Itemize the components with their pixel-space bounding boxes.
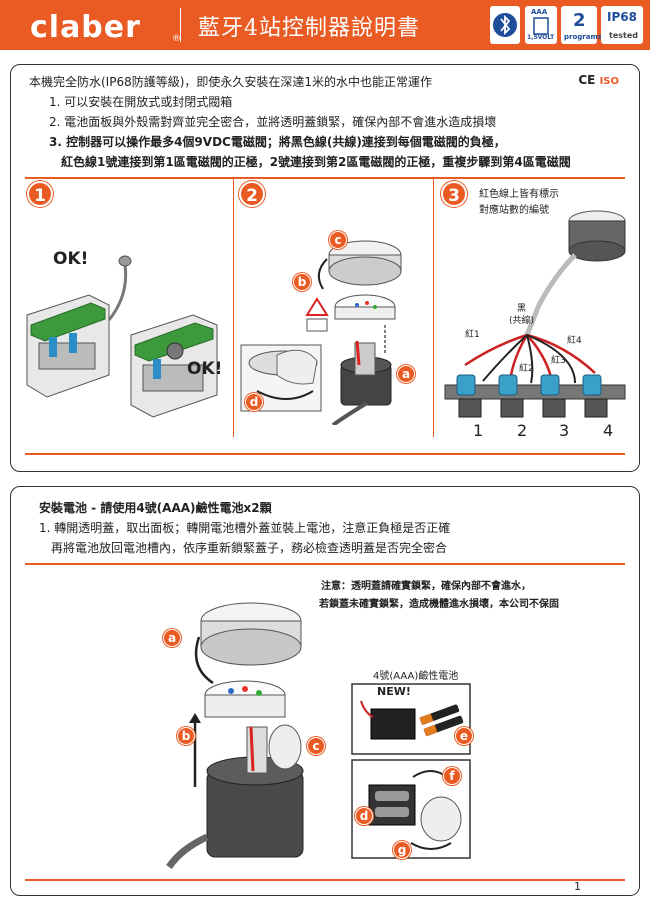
battery-step-e: e bbox=[455, 727, 473, 745]
zone-number-1: 1 bbox=[473, 421, 484, 440]
iso-mark: ISO bbox=[599, 76, 619, 87]
programs-label: programs bbox=[564, 33, 602, 41]
warning-note-1: 注意：透明蓋請確實鎖緊，確保內部不會進水， bbox=[321, 581, 531, 592]
step-2-letter-b: b bbox=[293, 273, 311, 291]
brand-logo: claber ® bbox=[12, 6, 181, 45]
bluetooth-badge bbox=[490, 6, 520, 44]
wire-red-2: 紅2 bbox=[519, 364, 534, 374]
zone-number-2: 2 bbox=[517, 421, 528, 440]
divider-top bbox=[25, 177, 625, 179]
item-3b: 紅色線1號連接到第1區電磁閥的正極，2號連接到第2區電磁閥的正極，重複步驟到第4… bbox=[61, 155, 571, 169]
battery-divider-top bbox=[25, 563, 625, 565]
zone-number-3: 3 bbox=[559, 421, 570, 440]
brand-name: claber bbox=[30, 10, 141, 45]
intro-text: 本機完全防水(IP68防護等級)，即使永久安裝在深達1米的水中也能正常運作 bbox=[29, 75, 433, 89]
zone-number-4: 4 bbox=[603, 421, 614, 440]
battery-divider-bottom bbox=[25, 879, 625, 881]
battery-instruction-2: 再將電池放回電池槽內，依序重新鎖緊蓋子，務必檢查透明蓋是否完全密合 bbox=[51, 541, 448, 555]
step-3-note-1: 紅色線上皆有標示 bbox=[479, 189, 559, 200]
battery-step-d: d bbox=[355, 807, 373, 825]
battery-voltage: 1,5VOLT bbox=[527, 34, 555, 41]
valve-box-illustration bbox=[26, 255, 218, 418]
warning-note-2: 若鎖蓋未確實鎖緊，造成機體進水損壞，本公司不保固 bbox=[319, 599, 559, 610]
battery-step-b: b bbox=[177, 727, 195, 745]
waterproof-section: 本機完全防水(IP68防護等級)，即使永久安裝在深達1米的水中也能正常運作 CE… bbox=[10, 64, 640, 472]
new-batteries-illustration bbox=[351, 683, 471, 755]
header-bar: claber ® 藍牙4站控制器說明書 AAA 1,5VOLT 2 progra… bbox=[0, 0, 650, 50]
registered-mark: ® bbox=[172, 34, 181, 44]
item-1: 1. 可以安裝在開放式或封閉式閥箱 bbox=[49, 95, 233, 109]
cert-marks: CE ISO bbox=[578, 73, 619, 87]
battery-instruction-1: 1. 轉開透明蓋，取出面板；轉開電池槽外蓋並裝上電池，注意正負極是否正確 bbox=[39, 521, 451, 535]
wire-common-label: (共線) bbox=[509, 316, 535, 326]
ip68-badge: IP68 tested bbox=[601, 6, 643, 44]
divider-bottom bbox=[25, 453, 625, 455]
ok-label-2: OK! bbox=[187, 359, 223, 379]
step-separator-2 bbox=[433, 179, 434, 437]
header-divider bbox=[180, 8, 181, 42]
item-3a: 3. 控制器可以操作最多4個9VDC電磁閥；將黑色線(共線)連接到每個電磁閥的負… bbox=[49, 135, 506, 149]
battery-section-title: 安裝電池 - 請使用4號(AAA)鹼性電池x2顆 bbox=[39, 501, 272, 515]
step-separator-1 bbox=[233, 179, 234, 437]
battery-step-f: f bbox=[443, 767, 461, 785]
ce-mark: CE bbox=[578, 73, 596, 87]
ok-label-1: OK! bbox=[53, 249, 89, 269]
battery-type-label: 4號(AAA)鹼性電池 bbox=[373, 671, 459, 682]
new-label: NEW! bbox=[377, 685, 411, 698]
wire-red-4: 紅4 bbox=[567, 336, 582, 346]
battery-section: 安裝電池 - 請使用4號(AAA)鹼性電池x2顆 1. 轉開透明蓋，取出面板；轉… bbox=[10, 486, 640, 896]
bluetooth-icon bbox=[493, 13, 517, 37]
step-2-letter-d: d bbox=[245, 393, 263, 411]
battery-install-illustration bbox=[166, 602, 304, 870]
battery-type: AAA bbox=[531, 8, 548, 16]
ip-rating: IP68 bbox=[607, 10, 637, 24]
wire-red-1: 紅1 bbox=[465, 330, 480, 340]
battery-step-a: a bbox=[163, 629, 181, 647]
wire-red-3: 紅3 bbox=[551, 356, 566, 366]
item-2: 2. 電池面板與外殼需對齊並完全密合，並將透明蓋鎖緊，確保內部不會進水造成損壞 bbox=[49, 115, 497, 129]
programs-count: 2 bbox=[573, 10, 586, 31]
page-number: 1 bbox=[574, 880, 581, 893]
battery-step-g: g bbox=[393, 841, 411, 859]
step-1-number: 1 bbox=[27, 181, 53, 207]
document-title: 藍牙4站控制器說明書 bbox=[198, 16, 420, 41]
step-2-letter-c: c bbox=[329, 231, 347, 249]
step-3-note-2: 對應站數的編號 bbox=[479, 205, 549, 216]
wire-black-label: 黑 bbox=[517, 304, 527, 314]
programs-badge: 2 programs bbox=[561, 6, 602, 44]
battery-badge: AAA 1,5VOLT bbox=[525, 6, 557, 44]
battery-icon bbox=[533, 17, 549, 35]
battery-step-c: c bbox=[307, 737, 325, 755]
wiring-diagram-illustration bbox=[444, 210, 626, 418]
step-2-number: 2 bbox=[239, 181, 265, 207]
ip-tested: tested bbox=[609, 31, 638, 40]
step-2-letter-a: a bbox=[397, 365, 415, 383]
step-3-number: 3 bbox=[441, 181, 467, 207]
